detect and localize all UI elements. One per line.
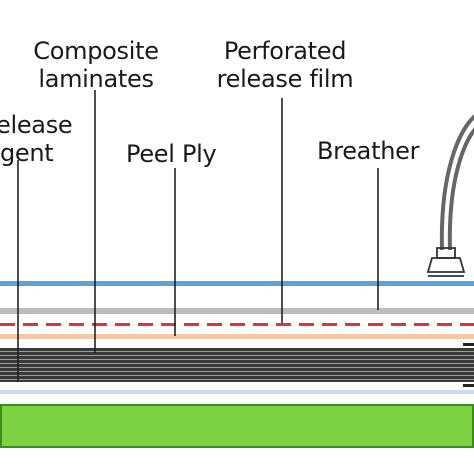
- vacuum-valve-icon: [426, 247, 466, 277]
- breather-label: Breather: [317, 137, 420, 165]
- composite-laminates-label: Composite laminates: [33, 37, 159, 93]
- release-agent-layer: [0, 390, 474, 394]
- peel-ply-label: Peel Ply: [126, 140, 217, 168]
- peel-ply-layer: [0, 334, 474, 339]
- vacuum-bag-layer: [0, 281, 474, 286]
- composite-laminate-stack: [0, 348, 474, 382]
- vacuum-hose: [439, 114, 474, 251]
- tool-plate: [0, 404, 474, 448]
- breather-layer: [0, 308, 474, 314]
- release-agent-label: elease gent: [0, 111, 73, 167]
- perforated-release-film-label: Perforated release film: [216, 37, 354, 93]
- edge-clamp: [463, 343, 474, 387]
